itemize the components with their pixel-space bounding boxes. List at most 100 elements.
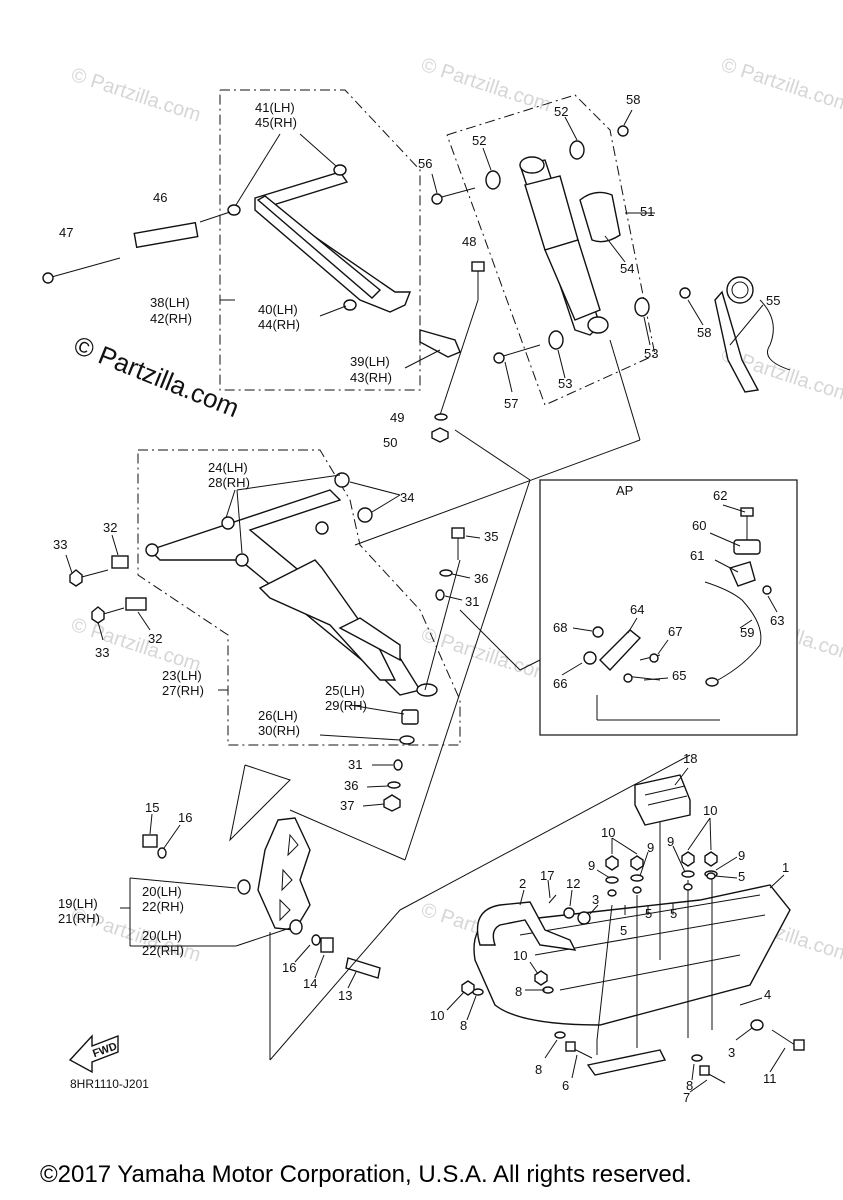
label-58: 58 [697, 325, 711, 340]
ball-joint [419, 329, 461, 358]
label-8: 8 [686, 1078, 693, 1093]
label-40-44: 40(LH) [258, 302, 298, 317]
bushing-20b [289, 919, 303, 935]
label-ap: AP [616, 483, 633, 498]
label-8: 8 [460, 1018, 467, 1033]
fwd-arrow-icon [68, 1034, 119, 1074]
nut-40 [343, 299, 357, 311]
label-61: 61 [690, 548, 704, 563]
nut-58b [679, 287, 691, 299]
label-38-42: 42(RH) [150, 311, 192, 326]
label-11: 11 [763, 1071, 777, 1086]
label-23-27: 23(LH) [162, 668, 202, 683]
label-63: 63 [770, 613, 784, 628]
label-52: 52 [554, 104, 568, 119]
bumper-18 [634, 774, 691, 826]
label-53: 53 [558, 376, 572, 391]
watermark-faint: © Partzilla.com [418, 624, 553, 687]
label-60: 60 [692, 518, 706, 533]
spindle [257, 817, 311, 931]
reservoir-55 [714, 276, 791, 393]
label-14: 14 [303, 976, 317, 991]
label-46: 46 [153, 190, 167, 205]
label-57: 57 [504, 396, 518, 411]
label-31: 31 [465, 594, 479, 609]
label-9: 9 [738, 848, 745, 863]
label-62: 62 [713, 488, 727, 503]
label-18: 18 [683, 751, 697, 766]
collar-14 [320, 937, 334, 953]
label-20-22: 20(LH) [142, 884, 182, 899]
label-35: 35 [484, 529, 498, 544]
label-32: 32 [148, 631, 162, 646]
wear-bar [586, 1049, 667, 1076]
label-19-21: 19(LH) [58, 896, 98, 911]
label-52: 52 [472, 133, 486, 148]
label-67: 67 [668, 624, 682, 639]
label-4: 4 [764, 987, 771, 1002]
label-47: 47 [59, 225, 73, 240]
label-56: 56 [418, 156, 432, 171]
label-36: 36 [344, 778, 358, 793]
label-1: 1 [782, 860, 789, 875]
ski-group [446, 767, 805, 1093]
label-54: 54 [620, 261, 634, 276]
label-9: 9 [667, 834, 674, 849]
label-16: 16 [178, 810, 192, 825]
label-33: 33 [53, 537, 67, 552]
label-59: 59 [740, 625, 754, 640]
drawing-code: 8HR1110-J201 [70, 1077, 149, 1091]
label-33: 33 [95, 645, 109, 660]
label-3: 3 [592, 892, 599, 907]
label-8: 8 [535, 1062, 542, 1077]
nut-58a [617, 125, 629, 137]
label-40-44: 44(RH) [258, 317, 300, 332]
label-2: 2 [519, 876, 526, 891]
spindle-group [120, 754, 691, 1061]
label-24-28: 28(RH) [208, 475, 250, 490]
label-50: 50 [383, 435, 397, 450]
label-23-27: 27(RH) [162, 683, 204, 698]
label-26-30: 26(LH) [258, 708, 298, 723]
label-10: 10 [513, 948, 527, 963]
nut-10 [605, 855, 619, 871]
label-58: 58 [626, 92, 640, 107]
bushing-34b [357, 507, 373, 523]
label-17: 17 [540, 868, 554, 883]
label-3: 3 [728, 1045, 735, 1060]
label-64: 64 [630, 602, 644, 617]
upper-a-arm [254, 171, 412, 313]
upper-arm-group [42, 89, 485, 443]
label-20-22: 20(LH) [142, 928, 182, 943]
label-20-22: 22(RH) [142, 899, 184, 914]
label-37: 37 [340, 798, 354, 813]
label-19-21: 21(RH) [58, 911, 100, 926]
label-38-42: 38(LH) [150, 295, 190, 310]
label-55: 55 [766, 293, 780, 308]
label-20-22: 22(RH) [142, 943, 184, 958]
washer-16b [311, 934, 321, 946]
bracket-60 [733, 539, 761, 555]
bushing-53a [548, 330, 564, 350]
bushing-52b [569, 140, 585, 160]
label-34: 34 [400, 490, 414, 505]
ap-box [539, 479, 798, 736]
label-7: 7 [683, 1090, 690, 1105]
label-16: 16 [282, 960, 296, 975]
label-6: 6 [562, 1078, 569, 1093]
label-68: 68 [553, 620, 567, 635]
bushing-53b [634, 297, 650, 317]
label-25-29: 25(LH) [325, 683, 365, 698]
label-9: 9 [588, 858, 595, 873]
collar-15 [142, 834, 158, 848]
label-15: 15 [145, 800, 159, 815]
label-36: 36 [474, 571, 488, 586]
label-39-43: 39(LH) [350, 354, 390, 369]
bolt-47 [47, 257, 121, 279]
label-5: 5 [620, 923, 627, 938]
label-25-29: 29(RH) [325, 698, 367, 713]
label-13: 13 [338, 988, 352, 1003]
label-10: 10 [601, 825, 615, 840]
label-65: 65 [672, 668, 686, 683]
